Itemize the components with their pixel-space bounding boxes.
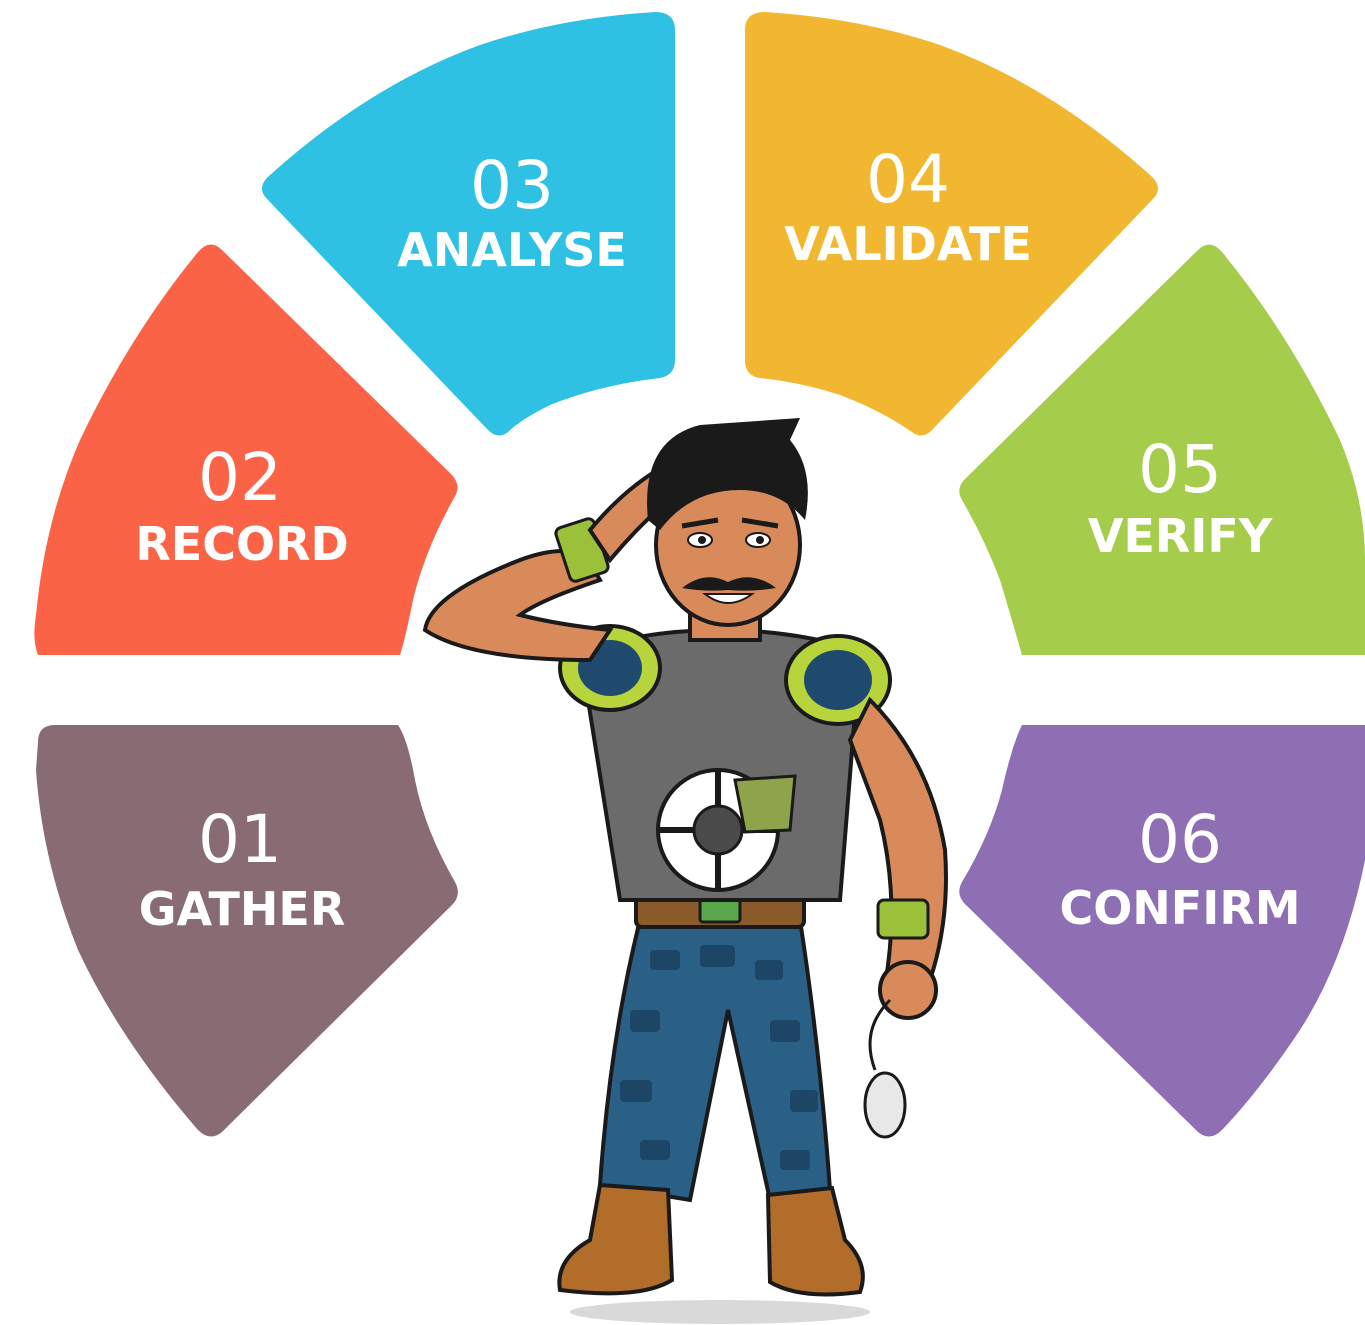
segment-05-shape [959, 244, 1365, 655]
segment-02-shape [34, 244, 458, 655]
right-arm [847, 696, 948, 988]
hair [647, 418, 808, 530]
computer-mouse-icon [863, 1071, 907, 1139]
segment-06-number: 06 [1138, 801, 1222, 878]
segment-06-confirm: 06 CONFIRM [959, 725, 1365, 1137]
camo-pattern [620, 945, 818, 1170]
segment-05-label: VERIFY [1088, 509, 1273, 563]
segment-03-shape [261, 12, 675, 436]
smile [702, 593, 756, 604]
segment-03-label: ANALYSE [397, 223, 627, 277]
segment-03-number: 03 [470, 147, 554, 224]
segment-04-shape [745, 12, 1159, 436]
saluting-mascot-illustration [422, 418, 948, 1324]
segment-05-number: 05 [1138, 431, 1222, 508]
segment-02-number: 02 [198, 439, 282, 516]
belt-buckle [698, 898, 742, 924]
left-boot [557, 1182, 675, 1296]
mouse-cord [868, 998, 892, 1071]
segment-01-number: 01 [198, 801, 282, 878]
segment-03-analyse: 03 ANALYSE [261, 12, 675, 436]
segment-04-number: 04 [866, 141, 950, 218]
segment-05-verify: 05 VERIFY [959, 244, 1365, 655]
segment-02-label: RECORD [135, 517, 348, 571]
segment-01-shape [36, 725, 458, 1137]
right-wristband [876, 898, 930, 940]
segment-02-record: 02 RECORD [34, 244, 458, 655]
segment-04-validate: 04 VALIDATE [745, 12, 1159, 436]
segment-01-gather: 01 GATHER [36, 725, 458, 1137]
ground-shadow [570, 1300, 870, 1324]
chest-green-flag [733, 774, 797, 834]
right-fist [878, 960, 938, 1020]
right-boot [765, 1185, 865, 1297]
segment-01-label: GATHER [139, 882, 346, 936]
camo-pants [597, 918, 833, 1203]
segment-04-label: VALIDATE [784, 217, 1032, 271]
left-arm-salute [422, 549, 614, 663]
segment-06-label: CONFIRM [1059, 881, 1300, 935]
segment-06-shape [959, 725, 1365, 1137]
mustache [682, 577, 776, 591]
